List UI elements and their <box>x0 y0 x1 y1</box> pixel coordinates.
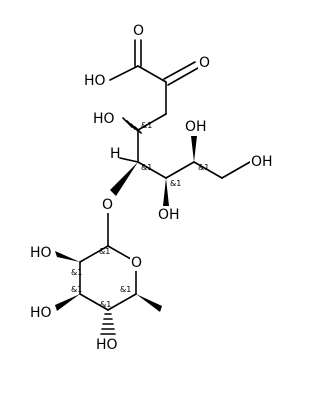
stereo-ring-c1: &1 <box>99 247 110 256</box>
stereo-c6: &1 <box>170 179 181 188</box>
atom-ho-ring-c2: HO <box>30 245 52 261</box>
atom-oh-c7: OH <box>185 119 207 135</box>
stereo-ring-c4: &1 <box>100 300 111 309</box>
structure-diagram: HO O O HO H O OH OH OH HO O HO HO &1 &1 … <box>30 22 274 353</box>
atom-o-ring: O <box>131 255 142 271</box>
bond-c6-c7 <box>165 161 195 179</box>
stereo-ring-c3: &1 <box>71 285 82 294</box>
stereo-c7: &1 <box>198 163 209 172</box>
atom-ho-ring-c3: HO <box>30 305 52 321</box>
stereo-c5: &1 <box>141 163 152 172</box>
wedge-ring-c5-methyl <box>136 294 162 312</box>
stereo-labels: &1 &1 &1 &1 &1 &1 &1 &1 &1 <box>71 121 209 309</box>
stereo-ring-c5: &1 <box>120 285 131 294</box>
bond-c3-c4 <box>137 113 167 131</box>
atom-o-ether: O <box>102 197 113 213</box>
bond-c1-c2 <box>137 65 167 83</box>
bond-c8-oh <box>221 161 251 179</box>
stereo-ring-c2: &1 <box>71 268 82 277</box>
bonds <box>55 39 251 335</box>
wedge-c7-oh <box>191 136 197 162</box>
atom-ho-acid: HO <box>84 73 106 89</box>
hash-ring-c4-oh <box>100 313 116 335</box>
atom-oh-c8: OH <box>251 154 273 170</box>
wedge-ring-c3-oh <box>55 294 80 311</box>
ring-c4-c5 <box>107 293 137 311</box>
atom-ho-c4: HO <box>93 111 115 127</box>
atom-o-ketone: O <box>199 55 210 71</box>
atom-h-c5: H <box>110 146 121 162</box>
wedge-c6-oh <box>163 178 169 206</box>
atom-oh-c6: OH <box>158 207 180 223</box>
bond-c2-o-b <box>167 67 199 86</box>
wedge-ring-c2-oh <box>55 251 80 262</box>
atom-labels: HO O O HO H O OH OH OH HO O HO HO <box>30 22 274 353</box>
bond-c7-c8 <box>193 161 223 179</box>
atom-ho-ring-c4: HO <box>96 337 118 353</box>
bond-c2-o-a <box>163 61 196 80</box>
ring-c3-c4 <box>79 293 109 311</box>
bond-c5-c6 <box>137 161 167 179</box>
stereo-c4: &1 <box>141 121 152 130</box>
bond-c5-h <box>119 157 139 163</box>
bond-c1-oh <box>109 65 139 81</box>
atom-o-carbonyl-acid: O <box>133 23 144 39</box>
ring-c1-c2 <box>79 245 109 263</box>
wedge-c5-o <box>110 162 138 196</box>
